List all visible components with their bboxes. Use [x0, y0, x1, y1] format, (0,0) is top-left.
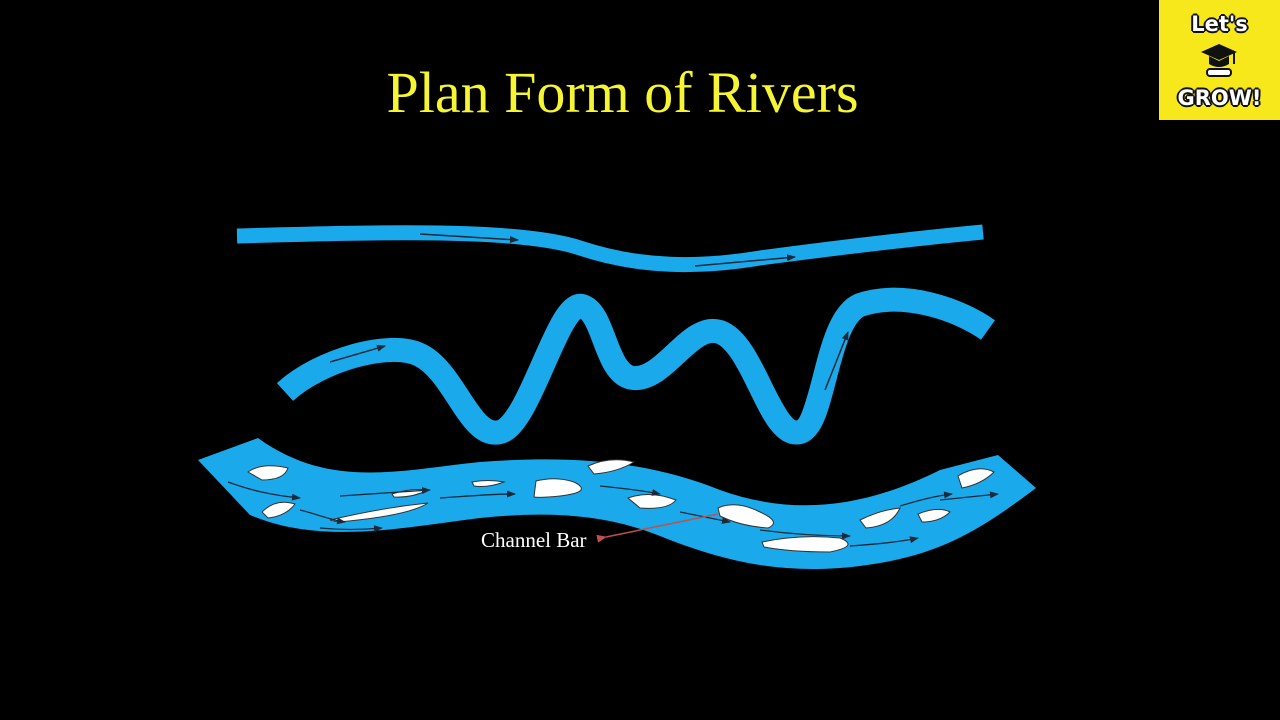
slide-title: Plan Form of Rivers	[386, 60, 859, 125]
flow-arrow	[824, 331, 849, 391]
channel-bars	[247, 459, 995, 553]
flow-arrow	[329, 344, 386, 363]
logo-text-bottom: GROW!	[1177, 86, 1262, 110]
channel-bar	[471, 480, 506, 487]
flow-arrows	[227, 481, 999, 547]
channel-bar	[533, 478, 582, 498]
channel-bar-label: Channel Bar	[481, 528, 587, 552]
flow-arrow	[419, 233, 519, 244]
braided-river	[198, 438, 1036, 570]
channel-bar	[587, 459, 636, 475]
lets-grow-logo: Let's GROW!	[1159, 0, 1280, 120]
logo-text-top: Let's	[1191, 12, 1248, 36]
channel-bar	[247, 465, 289, 481]
channel-bar	[761, 536, 849, 553]
channel-bar	[859, 507, 901, 529]
channel-bar	[717, 504, 774, 529]
channel-bar	[261, 501, 296, 519]
flow-arrow	[694, 254, 796, 267]
channel-bar	[957, 468, 995, 489]
channel-bar	[917, 508, 951, 523]
channel-bar	[329, 502, 429, 523]
straight-river	[236, 224, 984, 273]
meandering-river	[276, 287, 995, 445]
channel-bar-pointer	[596, 513, 719, 543]
graduation-cap-icon	[1201, 44, 1237, 77]
channel-bar	[627, 494, 677, 509]
